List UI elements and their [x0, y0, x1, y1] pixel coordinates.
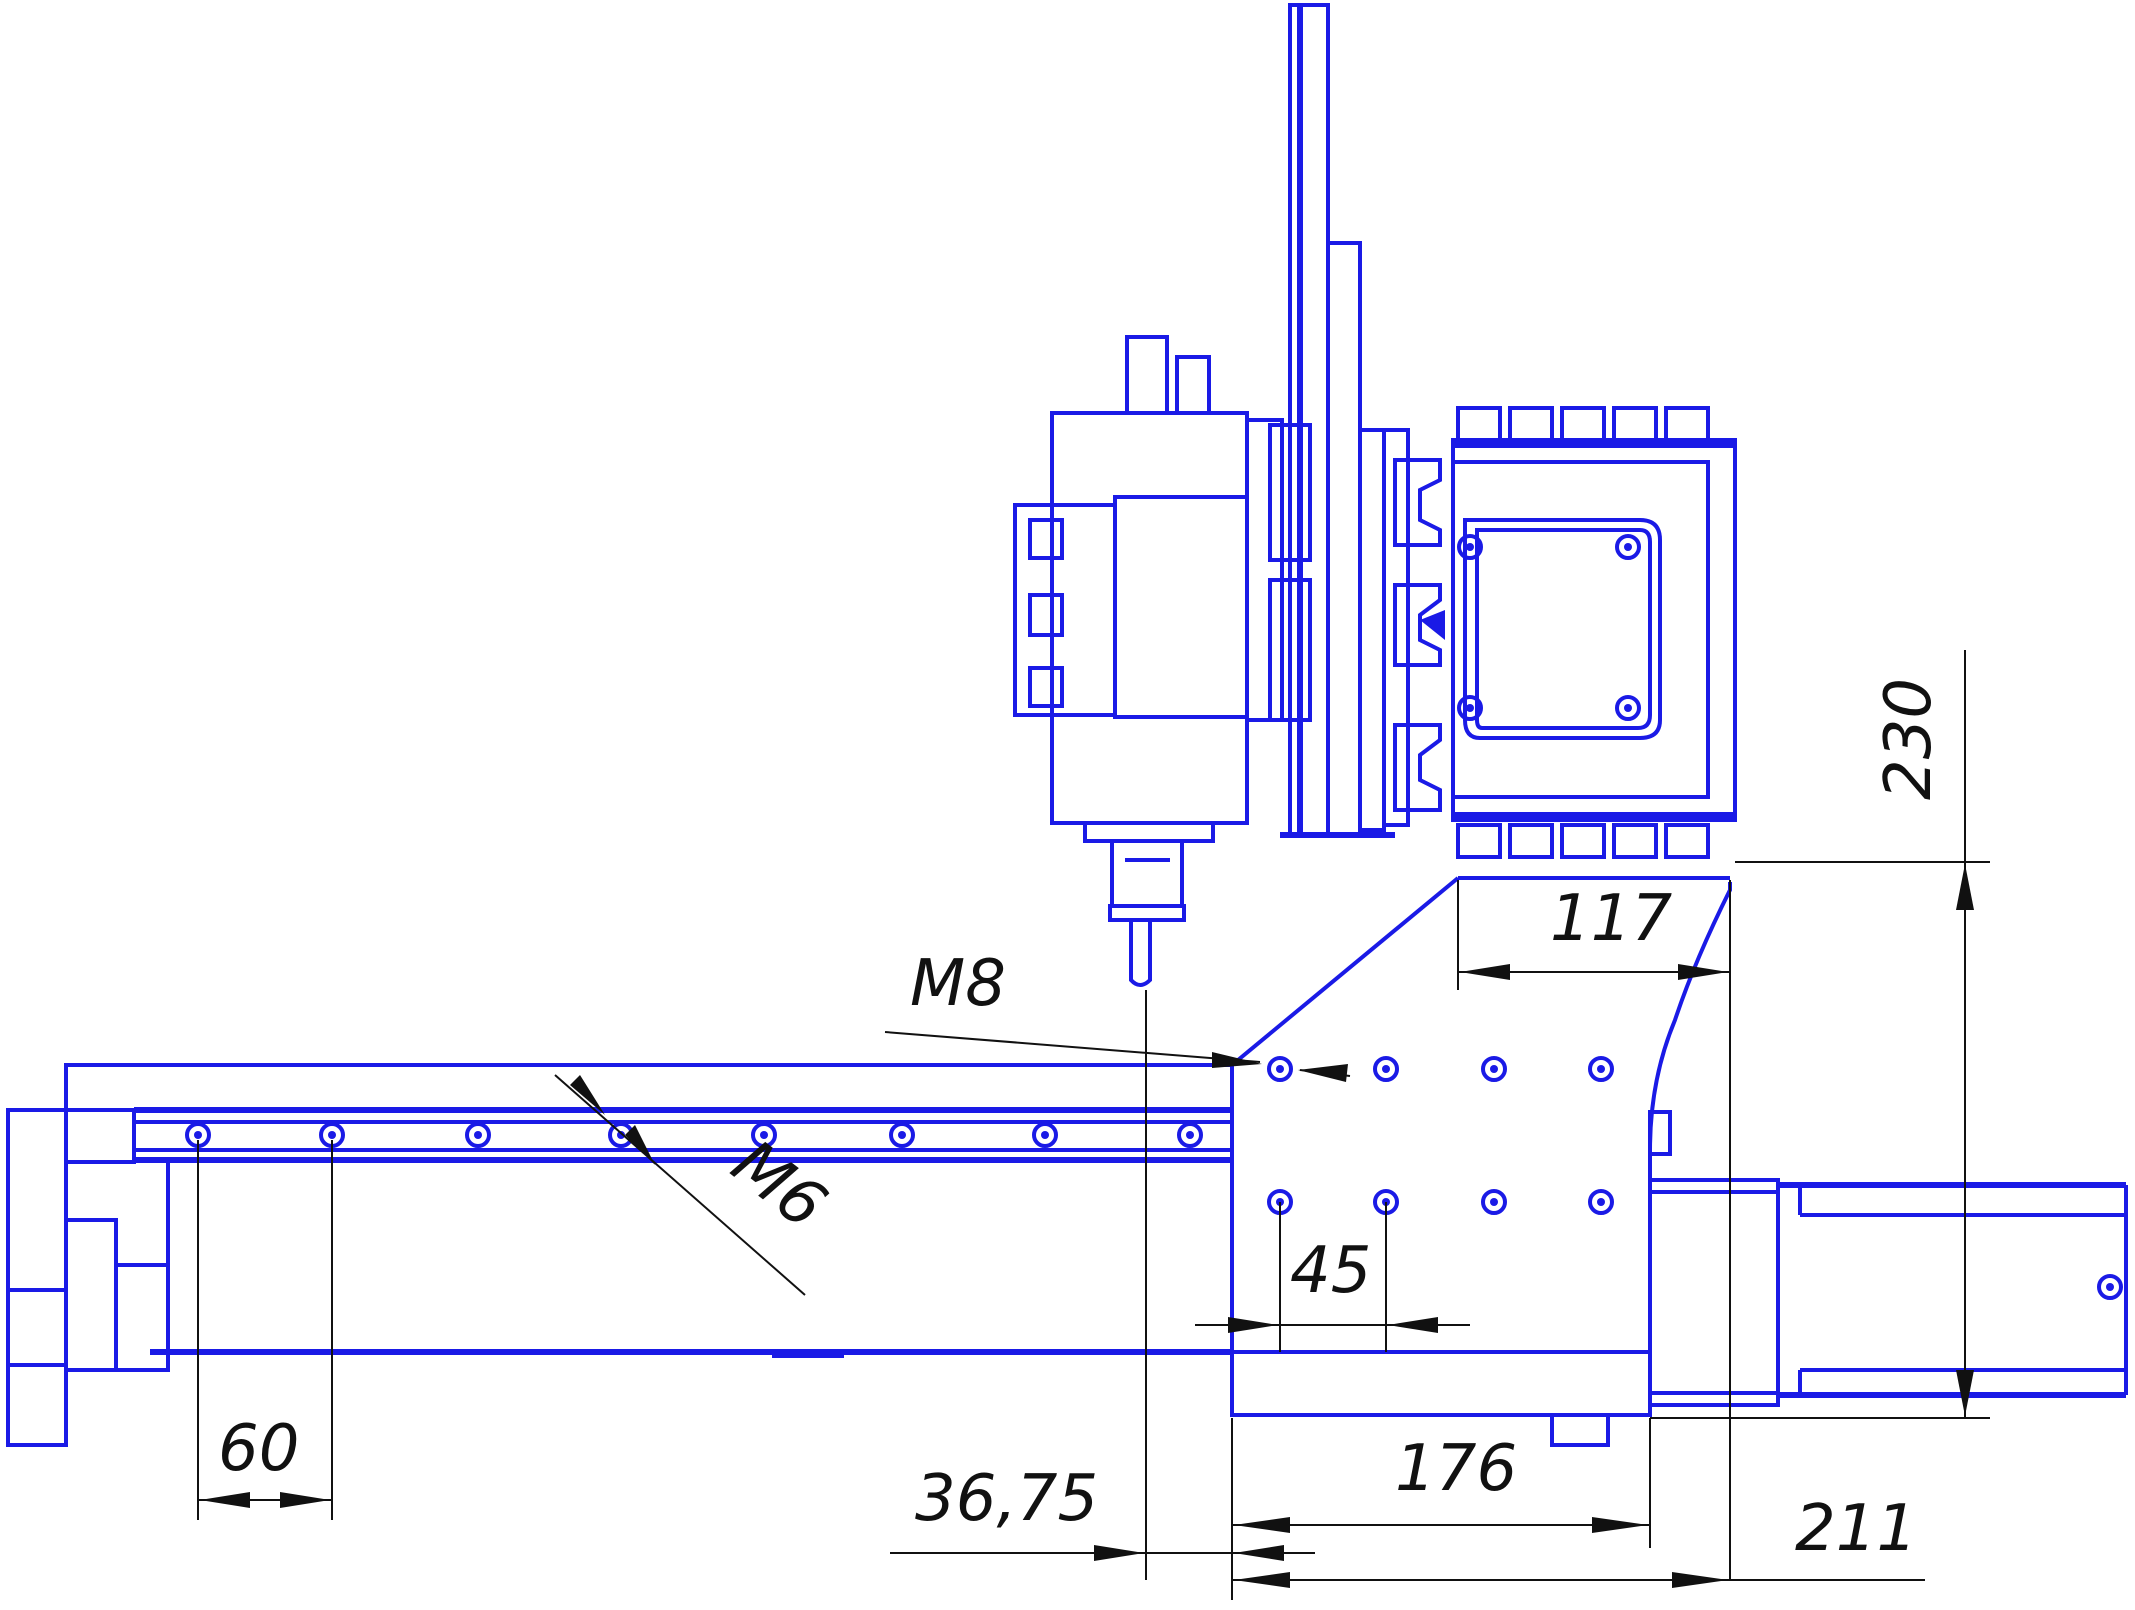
- dimension-117: 117: [1457, 880, 1731, 1580]
- motor-screw: [1615, 695, 1641, 721]
- dimension-36-75: 36,75: [890, 990, 1315, 1600]
- dimension-230: 230: [1650, 650, 1990, 1419]
- dimension-45: 45: [1195, 1202, 1470, 1352]
- dim-45-label: 45: [1290, 1234, 1371, 1308]
- z-guide-blocks: [1382, 428, 1445, 827]
- plate-hole: [1481, 1056, 1507, 1082]
- y-axis-rail: [1648, 1178, 2128, 1407]
- dimension-60: 60: [197, 1140, 333, 1520]
- rail-end-hole: [2097, 1274, 2123, 1300]
- dim-60-label: 60: [218, 1412, 299, 1486]
- plate-hole: [1588, 1056, 1614, 1082]
- rail-hole: [889, 1122, 915, 1148]
- dim-211-label: 211: [1795, 1492, 1917, 1566]
- rail-hole: [1032, 1122, 1058, 1148]
- dimension-176: 176: [1232, 1418, 1651, 1548]
- dim-36-75-label: 36,75: [915, 1462, 1098, 1536]
- m6-label: M6: [718, 1126, 839, 1243]
- dim-230-label: 230: [1872, 678, 1946, 800]
- plate-hole: [1481, 1189, 1507, 1215]
- rail-hole: [465, 1122, 491, 1148]
- carriage-plate: [1230, 876, 1732, 1447]
- z-column: [1245, 3, 1395, 838]
- motor-screw: [1615, 534, 1641, 560]
- x-axis-beam: [64, 1063, 1232, 1358]
- callout-m8: M8: [884, 947, 1351, 1082]
- z-stepper-motor: [1451, 406, 1737, 859]
- dim-176-label: 176: [1395, 1432, 1517, 1506]
- dimension-211: 211: [1232, 1492, 1925, 1588]
- dim-117-label: 117: [1550, 882, 1672, 956]
- plate-hole: [1588, 1189, 1614, 1215]
- plate-hole: [1267, 1056, 1293, 1082]
- m8-label: M8: [910, 947, 1006, 1021]
- rail-hole: [1177, 1122, 1203, 1148]
- spindle-motor: [1013, 335, 1249, 987]
- plate-hole: [1373, 1056, 1399, 1082]
